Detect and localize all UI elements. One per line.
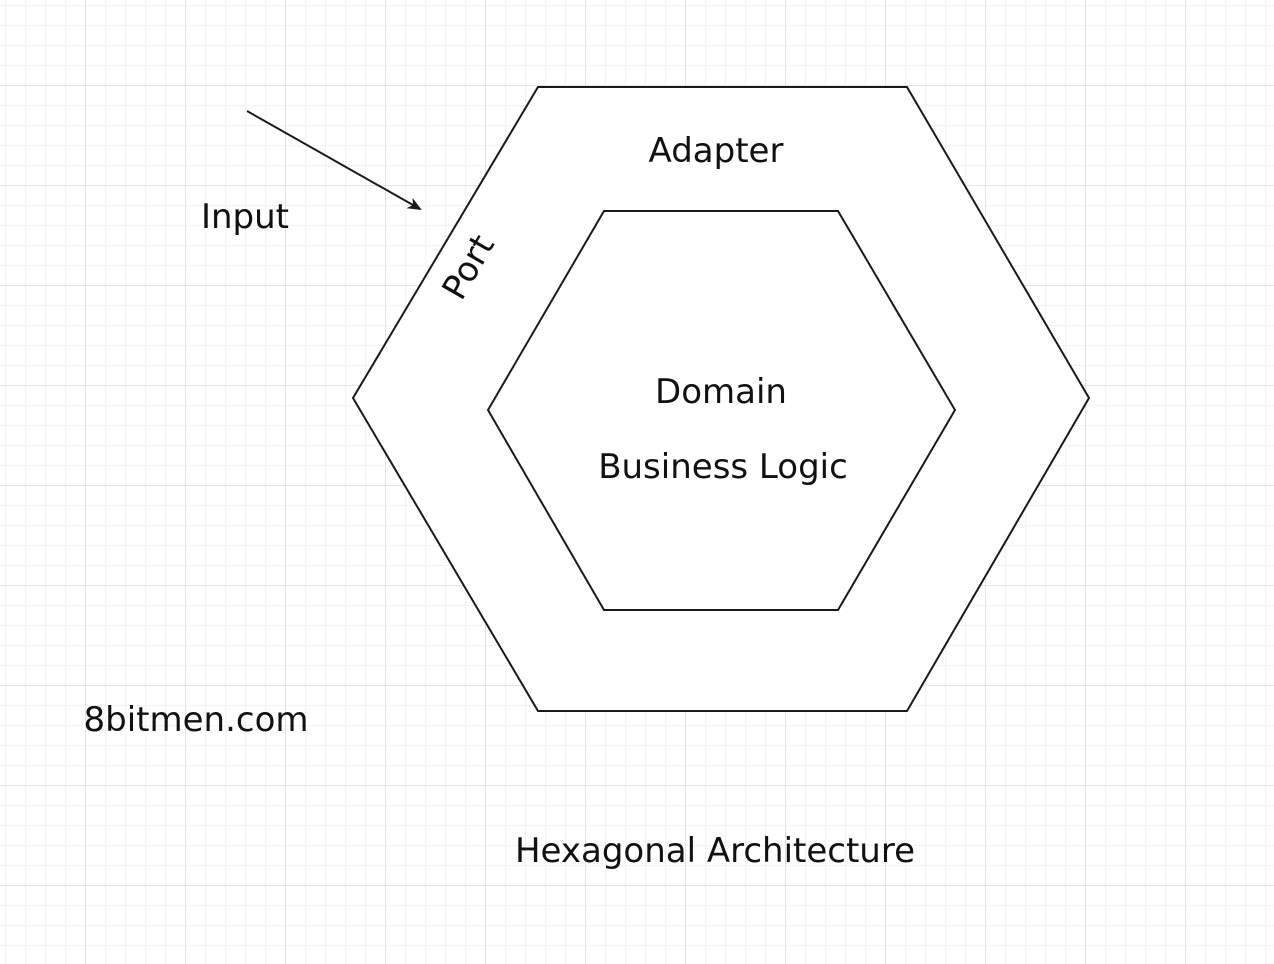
input-label: Input [201, 197, 289, 237]
watermark-label: 8bitmen.com [83, 700, 308, 740]
domain-hexagon [486, 210, 957, 611]
diagram-caption: Hexagonal Architecture [515, 831, 915, 871]
domain-label: Domain [655, 372, 787, 412]
input-arrow [246, 110, 422, 210]
adapter-label: Adapter [649, 131, 784, 171]
business-logic-label: Business Logic [598, 447, 848, 487]
